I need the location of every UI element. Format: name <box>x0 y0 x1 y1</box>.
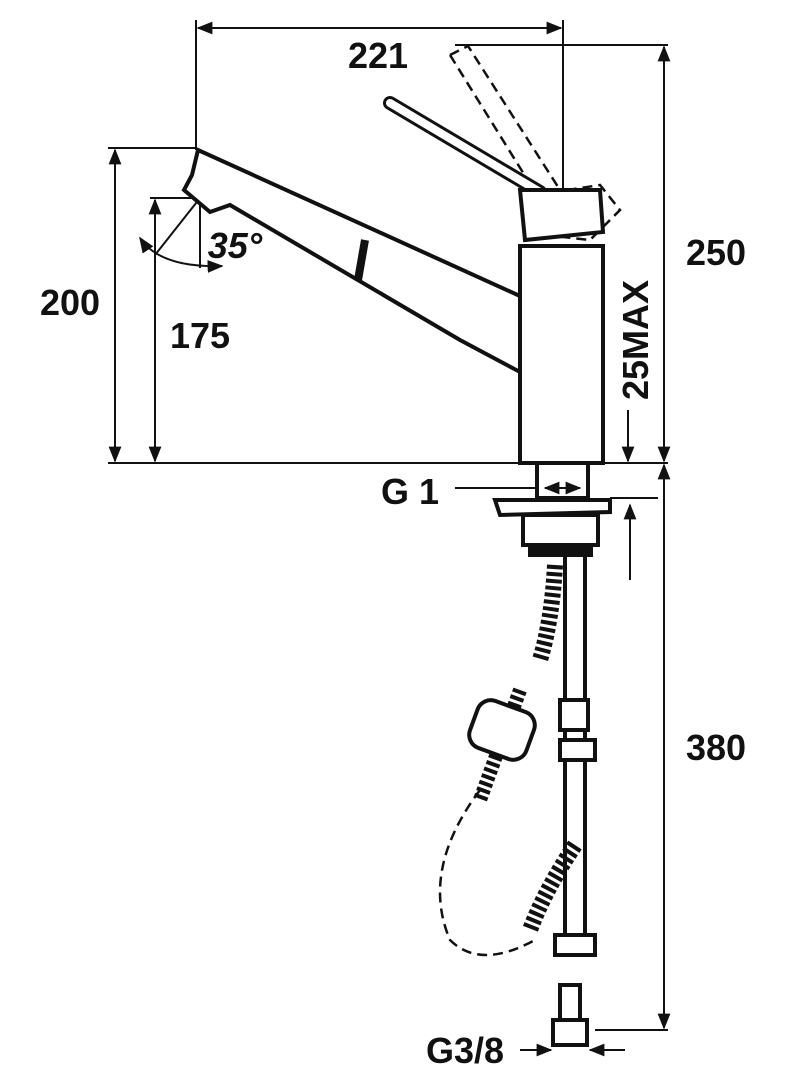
label-hose-thread: G3/8 <box>426 1030 504 1071</box>
dimension-total-height: 250 <box>455 44 746 463</box>
faucet-body <box>518 244 605 465</box>
dimension-counter-thickness: 25MAX <box>610 280 658 580</box>
dimension-width: 221 <box>195 20 564 190</box>
label-shank-thread: G 1 <box>381 471 439 512</box>
dimension-angle: 35° <box>139 197 263 273</box>
label-width: 221 <box>348 35 408 76</box>
dimension-spout-height: 200 <box>40 147 196 463</box>
label-hose-length: 380 <box>686 727 746 768</box>
supply-hoses <box>438 553 597 1047</box>
dimension-hose-thread: G3/8 <box>426 1030 625 1071</box>
spout-pullout-seam <box>354 239 369 281</box>
dimension-shank-thread: G 1 <box>381 471 535 512</box>
mounting-assembly <box>492 461 612 557</box>
label-outlet-height: 175 <box>170 315 230 356</box>
lever <box>383 96 606 243</box>
dimension-outlet-height: 175 <box>148 197 230 463</box>
label-total-height: 250 <box>686 232 746 273</box>
dimension-hose-length: 380 <box>595 463 746 1031</box>
label-spout-height: 200 <box>40 282 100 323</box>
label-counter-thickness: 25MAX <box>615 280 656 400</box>
label-angle: 35° <box>208 225 263 266</box>
